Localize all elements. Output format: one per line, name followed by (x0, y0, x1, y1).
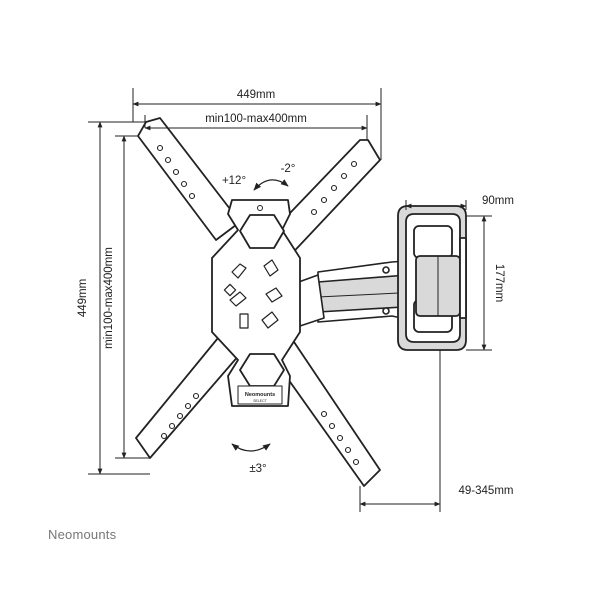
wall-plate-depth-label: 90mm (482, 195, 514, 207)
wall-plate (397, 205, 467, 351)
tilt-down-label: -2° (281, 163, 296, 175)
plate-logo-sub: SELECT (253, 399, 267, 403)
brand-wordmark: Neomounts (48, 527, 117, 542)
overall-height-label: 449mm (77, 279, 89, 317)
center-plate (211, 199, 301, 407)
arm-top-left (137, 117, 241, 241)
vesa-height-label: min100-max400mm (103, 247, 115, 349)
hex-cutout-top (239, 214, 285, 249)
rotation-label: ±3° (249, 463, 266, 475)
tilt-up-label: +12° (222, 175, 246, 187)
overall-width-label: 449mm (237, 89, 275, 101)
vesa-plate (135, 117, 381, 487)
hex-cutout-bottom (239, 353, 285, 387)
wall-distance-label: 49-345mm (459, 485, 514, 497)
arm-bottom-left (135, 337, 241, 459)
dimension-lines (88, 88, 492, 512)
swing-arm (295, 259, 421, 327)
wall-plate-height-label: 177mm (493, 264, 505, 302)
plate-logo: Neomounts (245, 392, 275, 398)
vesa-width-label: min100-max400mm (205, 113, 307, 125)
